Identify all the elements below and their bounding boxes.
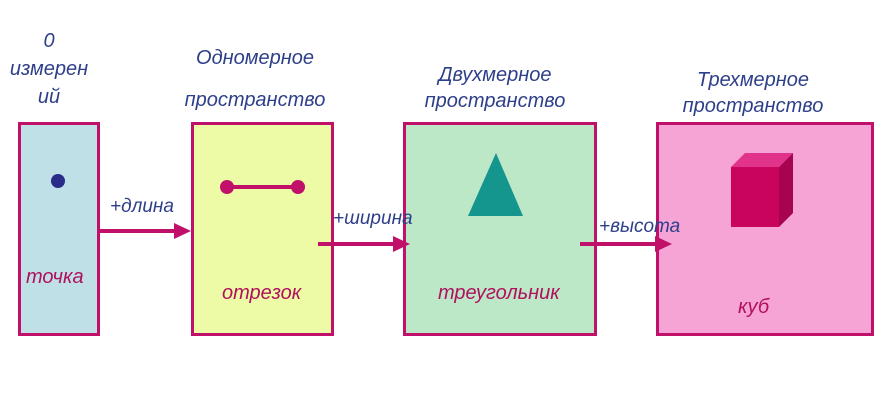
heading-one-line-2: пространство <box>184 89 326 111</box>
label-point: точка <box>26 266 84 288</box>
cube-shape <box>731 153 793 227</box>
heading-two-dimensional: Двухмерное пространство <box>390 62 600 114</box>
heading-three-line-2: пространство <box>682 95 824 117</box>
panel-cube <box>656 122 874 336</box>
label-cube: куб <box>738 296 770 318</box>
label-segment: отрезок <box>222 282 302 304</box>
heading-three-line-1: Трехмерное <box>696 69 810 91</box>
heading-zero-line-3: ий <box>37 86 61 108</box>
heading-two-line-1: Двухмерное <box>438 64 552 86</box>
cube-side-face <box>779 153 793 227</box>
arrow-height <box>580 236 672 252</box>
panel-segment <box>191 122 334 336</box>
point-dot <box>51 174 65 188</box>
arrow-length <box>100 223 191 239</box>
heading-zero-dimensions: 0 измерен ий <box>8 28 90 110</box>
heading-one-dimensional: Одномерное пространство <box>150 45 360 113</box>
cube-front-face <box>731 167 779 227</box>
heading-zero-line-1: 0 <box>43 30 55 52</box>
panel-triangle <box>403 122 597 336</box>
connector-label-length: +длина <box>110 196 174 217</box>
segment-endpoint-left <box>220 180 234 194</box>
panel-point <box>18 122 100 336</box>
arrow-width <box>318 236 410 252</box>
heading-two-line-2: пространство <box>424 90 566 112</box>
heading-zero-line-2: измерен <box>9 58 89 80</box>
segment-shape <box>220 180 305 194</box>
triangle-shape <box>468 153 523 216</box>
connector-label-width: +ширина <box>333 208 413 229</box>
heading-one-line-1: Одномерное <box>196 47 314 69</box>
segment-endpoint-right <box>291 180 305 194</box>
heading-three-dimensional: Трехмерное пространство <box>648 67 858 119</box>
label-triangle: треугольник <box>438 282 560 304</box>
connector-label-height: +высота <box>599 216 681 237</box>
cube-top-face <box>731 153 793 167</box>
